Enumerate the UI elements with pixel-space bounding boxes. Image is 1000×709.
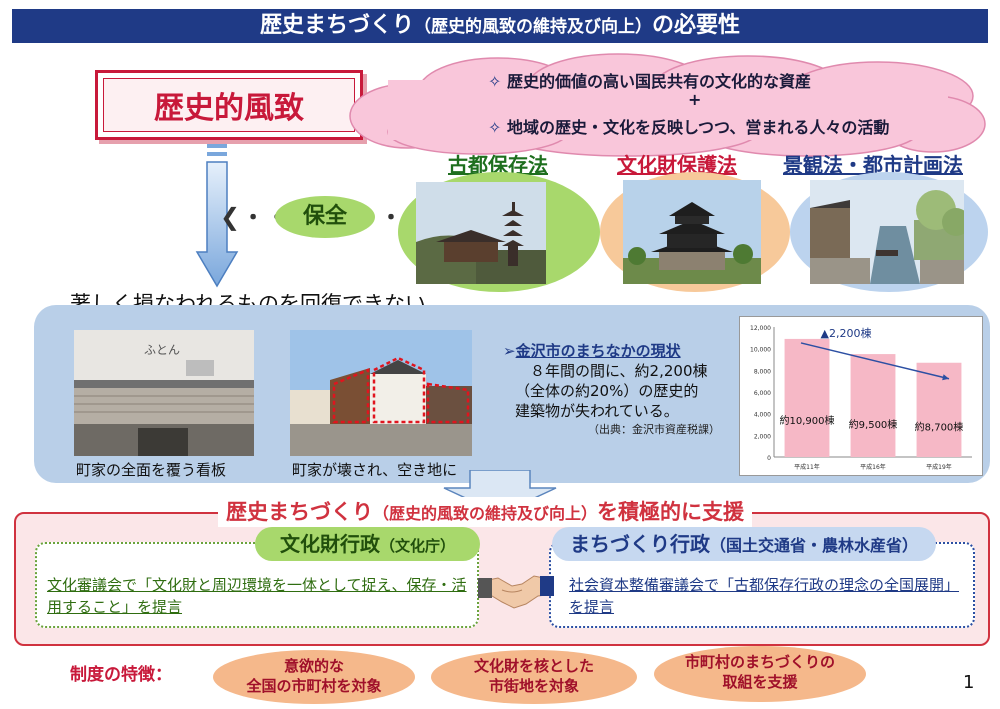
cloud-line-1: ✧ 歴史的価値の高い国民共有の文化的な資産 xyxy=(488,68,811,92)
bar-data-label: 約10,900棟 xyxy=(780,414,835,427)
feature-item-1: 意欲的な 全国の市町村を対象 xyxy=(213,650,415,704)
feature-1-line2: 全国の市町村を対象 xyxy=(246,677,382,695)
status-source: （出典：金沢市資産税課） xyxy=(588,423,720,436)
status-line-3: 建築物が失われている。 xyxy=(515,402,679,420)
feature-2-line2: 市街地を対象 xyxy=(488,677,579,695)
castle-photo xyxy=(623,180,761,284)
cloud-plus: + xyxy=(688,90,702,109)
y-tick-label: 12,000 xyxy=(750,325,771,332)
bar xyxy=(850,354,896,457)
diamond-star-icon: ✧ xyxy=(488,72,502,91)
bar-data-label: 約9,500棟 xyxy=(849,418,898,431)
page-title-bar: 歴史まちづくり（歴史的風致の維持及び向上）の必要性 xyxy=(12,9,988,43)
feature-3-line2: 取組を支援 xyxy=(722,673,798,691)
keyword-inner xyxy=(103,78,355,132)
caption-vacant-lot: 町家が壊され、空き地に xyxy=(292,461,458,479)
chart-annotation: ▲2,200棟 xyxy=(821,326,872,340)
support-title: 歴史まちづくり（歴史的風致の維持及び向上）を積極的に支援 xyxy=(218,497,753,527)
status-line-2: （全体の約20%）の歴史的 xyxy=(515,382,699,400)
diamond-star-icon: ✧ xyxy=(488,118,502,137)
vacant-lot-photo xyxy=(290,330,472,456)
handshake-icon xyxy=(478,575,554,609)
agency-left-text: 文化審議会で「文化財と周辺環境を一体として捉え、保存・活用すること」を提言 xyxy=(47,576,467,616)
features-label: 制度の特徴： xyxy=(70,665,172,685)
pagoda-temple-photo xyxy=(416,182,546,284)
support-title-main: 歴史まちづくり xyxy=(226,500,373,524)
arrow-bullet-icon: ➢ xyxy=(503,342,516,360)
feature-item-2: 文化財を核とした 市街地を対象 xyxy=(431,650,637,704)
y-tick-label: 2,000 xyxy=(754,433,771,440)
x-tick-label: 平成19年 xyxy=(926,463,952,471)
bar xyxy=(784,338,830,457)
support-title-sub: （歴史的風致の維持及び向上） xyxy=(373,504,598,523)
conservation-label: 保全 xyxy=(275,196,375,238)
trend-arrow-head xyxy=(942,374,949,381)
trend-arrow-line xyxy=(800,342,950,380)
feature-item-3: 市町村のまちづくりの 取組を支援 xyxy=(654,646,866,702)
status-title: ➢金沢市のまちなかの現状 xyxy=(503,340,681,361)
title-main: 歴史まちづくり xyxy=(259,13,414,38)
x-tick-label: 平成11年 xyxy=(794,463,820,471)
down-arrow xyxy=(195,144,239,288)
y-tick-label: 10,000 xyxy=(750,347,771,354)
bar xyxy=(916,362,962,457)
status-title-text: 金沢市のまちなかの現状 xyxy=(515,342,681,360)
page-number: 1 xyxy=(963,672,975,693)
title-sub: （歴史的風致の維持及び向上） xyxy=(414,17,652,37)
cloud-shape xyxy=(349,53,986,157)
title-tail: の必要性 xyxy=(652,13,741,38)
y-tick-label: 0 xyxy=(767,455,771,462)
cloud-line-2-text: 地域の歴史・文化を反映しつつ、営まれる人々の活動 xyxy=(506,118,890,137)
feature-2-line1: 文化財を核とした xyxy=(473,657,594,675)
x-tick-label: 平成16年 xyxy=(860,463,886,471)
bar-data-label: 約8,700棟 xyxy=(915,421,964,434)
caption-signboard: 町家の全面を覆う看板 xyxy=(76,461,227,479)
feature-1-line1: 意欲的な xyxy=(283,657,344,675)
chart-box: 0 2,000 4,000 6,000 8,000 10,000 12,000 約10,900… xyxy=(739,316,983,476)
agency-right-text: 社会資本整備審議会で「古都保存行政の理念の全国展開」を提言 xyxy=(569,576,960,616)
y-tick-label: 8,000 xyxy=(754,368,771,375)
agency-right-title: まちづくり行政（国土交通省・農林水産省） xyxy=(552,527,936,561)
agency-left-name: 文化財行政 xyxy=(279,532,380,556)
cloud-line-2: ✧ 地域の歴史・文化を反映しつつ、営まれる人々の活動 xyxy=(488,114,889,138)
agency-left-title: 文化財行政（文化庁） xyxy=(255,527,480,561)
agency-right-org: （国土交通省・農林水産省） xyxy=(709,536,918,555)
definition-cloud: ✧ 歴史的価値の高い国民共有の文化的な資産 + ✧ 地域の歴史・文化を反映しつつ… xyxy=(348,52,988,158)
feature-3-line1: 市町村のまちづくりの xyxy=(684,653,835,671)
agency-left-org: （文化庁） xyxy=(379,537,455,555)
y-tick-label: 6,000 xyxy=(754,390,771,397)
y-tick-label: 4,000 xyxy=(754,412,771,419)
svg-text:ふとん: ふとん xyxy=(144,343,180,357)
keyword-box: 歴史的風致 xyxy=(95,70,363,140)
agency-right-name: まちづくり行政 xyxy=(569,532,710,556)
cloud-line-1-text: 歴史的価値の高い国民共有の文化的な資産 xyxy=(506,72,811,91)
canal-townscape-photo xyxy=(810,180,964,284)
status-line-1: ８年間の間に、約2,200棟 xyxy=(530,362,708,380)
arrow-left-icon: ❮ xyxy=(220,203,243,231)
support-title-tail: を積極的に支援 xyxy=(597,500,745,524)
machiya-signboard-photo: ふとん xyxy=(74,330,254,456)
buildings-bar-chart: 0 2,000 4,000 6,000 8,000 10,000 12,000 約10,900… xyxy=(750,325,972,471)
keyword-text: 歴史的風致 xyxy=(154,91,304,126)
